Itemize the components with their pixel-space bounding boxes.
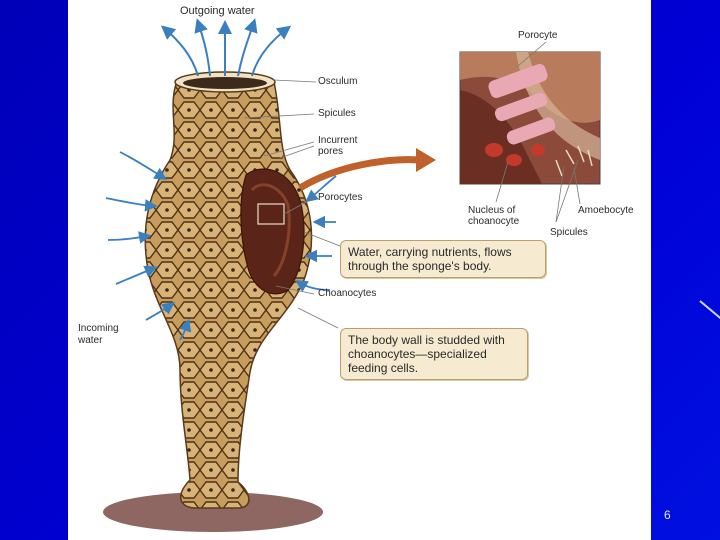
label-nucleus-line2: choanocyte	[468, 216, 520, 227]
label-amoebocyte: Amoebocyte	[578, 205, 634, 216]
label-spicules: Spicules	[318, 108, 356, 119]
label-choanocytes: Choanocytes	[318, 288, 377, 299]
label-osculum: Osculum	[318, 76, 358, 87]
label-porocytes: Porocytes	[318, 192, 363, 203]
label-incurrent-pores-line2: pores	[318, 146, 344, 157]
page-number: 6	[664, 508, 671, 522]
label-porocyte: Porocyte	[518, 30, 558, 41]
label-incoming-water-line1: Incoming	[78, 323, 119, 334]
callout-body-wall: The body wall is studded with choanocyte…	[340, 328, 528, 380]
sponge-body	[144, 81, 313, 509]
label-incoming-water-line2: water	[78, 335, 103, 346]
label-outgoing-water: Outgoing water	[180, 5, 255, 17]
sponge-diagram: Outgoing water Osculum Spicules Incurren…	[68, 0, 651, 540]
cutaway-interior	[240, 168, 305, 295]
inset-cell-detail	[459, 41, 601, 223]
label-spicules-inset: Spicules	[550, 227, 588, 238]
ground-shadow	[103, 492, 323, 532]
inset-pointer-arrow	[298, 156, 421, 191]
outgoing-water-arrows	[160, 18, 292, 77]
label-nucleus-line1: Nucleus of	[468, 205, 516, 216]
label-leader-lines	[243, 79, 341, 329]
sponge-illustration	[103, 18, 601, 532]
incoming-water-arrows	[105, 151, 337, 341]
osculum-opening	[183, 77, 267, 89]
label-incurrent-pores-line1: Incurrent	[318, 135, 358, 146]
callout-water-flow: Water, carrying nutrients, flows through…	[340, 240, 546, 278]
